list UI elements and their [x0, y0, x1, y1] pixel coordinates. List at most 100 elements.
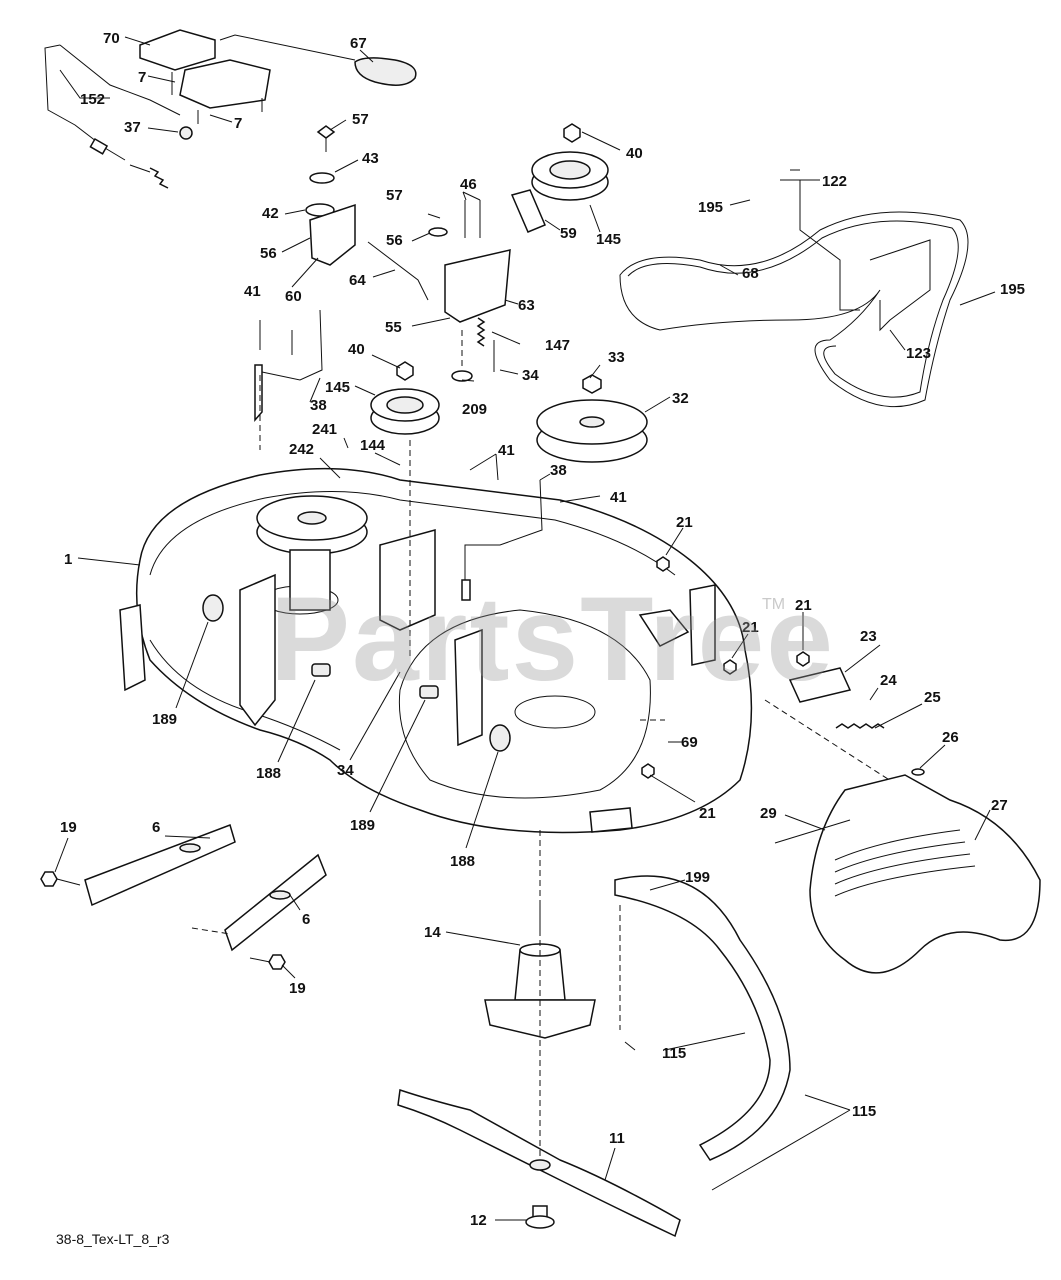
callout: 57	[386, 187, 403, 204]
callout: 19	[289, 980, 306, 997]
callout-labels: 70 7 152 37 7 67 57 43 42 56 60 57 46 56…	[60, 30, 1025, 1229]
callout: 29	[760, 805, 777, 822]
deck-bracket-plates	[239, 529, 690, 833]
callout: 145	[596, 231, 621, 248]
callout: 144	[360, 437, 386, 454]
callout: 122	[822, 173, 847, 190]
callout: 25	[924, 689, 941, 706]
callout: 37	[124, 119, 141, 136]
callout: 188	[256, 765, 281, 782]
callout: 12	[470, 1212, 487, 1229]
bumpers-189-188	[202, 594, 511, 752]
callout: 40	[626, 145, 643, 162]
callout: 56	[260, 245, 277, 262]
deck-spindle-pulley-left	[256, 495, 368, 611]
drive-belt-68	[619, 211, 969, 408]
callout: 7	[138, 69, 146, 86]
callout: 42	[262, 205, 279, 222]
callout: 123	[906, 345, 931, 362]
callout: 152	[80, 91, 105, 108]
callout: 195	[1000, 281, 1025, 298]
callout: 14	[424, 924, 441, 941]
chute-hinge-assembly	[764, 667, 925, 791]
callout: 115	[852, 1103, 876, 1120]
callout: 64	[349, 272, 366, 289]
callout: 23	[860, 628, 877, 645]
callout: 41	[244, 283, 261, 300]
callout: 6	[302, 911, 310, 928]
callout: 21	[676, 514, 693, 531]
blade-bolt-12	[525, 1205, 555, 1229]
lift-cable-assembly	[44, 44, 181, 189]
callout: 11	[609, 1130, 625, 1147]
leader-lines	[54, 36, 996, 1221]
callout: 33	[608, 349, 625, 366]
callout: 26	[942, 729, 959, 746]
callout: 40	[348, 341, 365, 358]
callout: 41	[610, 489, 627, 506]
callout: 24	[880, 672, 897, 689]
callout: 7	[234, 115, 242, 132]
callout: 60	[285, 288, 302, 305]
callout: 115	[662, 1045, 686, 1062]
idler-bracket-55	[428, 189, 546, 382]
callout: 63	[518, 297, 535, 314]
mount-bracket-6-upper	[84, 824, 236, 907]
mount-bracket-6-lower	[224, 853, 327, 952]
callout: 21	[699, 805, 716, 822]
callout: 189	[350, 817, 375, 834]
callout: 55	[385, 319, 402, 336]
callout: 1	[64, 551, 72, 568]
callout: 57	[352, 111, 369, 128]
chute-rod-29	[774, 819, 851, 844]
idler-pulley-145-top	[531, 123, 609, 201]
bolts-19	[40, 871, 286, 970]
idler-pulley-145-mid	[370, 361, 440, 435]
callout: 21	[742, 619, 759, 636]
callout: 242	[289, 441, 314, 458]
mower-blade-11	[397, 1089, 681, 1238]
callout: 69	[681, 734, 698, 751]
diagram-code-footer: 38-8_Tex-LT_8_r3	[56, 1231, 170, 1247]
callout: 209	[462, 401, 487, 418]
belt-keeper-122	[780, 169, 860, 311]
callout: 6	[152, 819, 160, 836]
handle-grip-67	[354, 57, 417, 86]
callout: 67	[350, 35, 367, 52]
callout: 59	[560, 225, 577, 242]
callout: 56	[386, 232, 403, 249]
callout: 27	[991, 797, 1008, 814]
callout: 34	[337, 762, 354, 779]
idler-rod-64	[367, 241, 429, 301]
callout: 41	[498, 442, 515, 459]
callout: 46	[460, 176, 477, 193]
callout: 70	[103, 30, 120, 47]
mower-deck-housing-1	[119, 467, 753, 834]
deck-bracket-70	[139, 29, 356, 140]
callout: 43	[362, 150, 379, 167]
deflector-199	[614, 875, 791, 1161]
deck-pulley-32	[536, 374, 648, 463]
nuts-21	[641, 556, 810, 779]
belt-keeper-123	[869, 239, 931, 332]
callout: 34	[522, 367, 539, 384]
callout: 145	[325, 379, 350, 396]
callout: 32	[672, 390, 689, 407]
callout: 19	[60, 819, 77, 836]
callout: 188	[450, 853, 475, 870]
callout: 38	[310, 397, 327, 414]
alignment-lines	[191, 330, 665, 1160]
watermark-trademark: TM	[762, 596, 786, 613]
callout: 189	[152, 711, 177, 728]
idler-arm-stack	[305, 125, 356, 266]
callout: 199	[685, 869, 710, 886]
callout: 241	[312, 421, 337, 438]
callout: 195	[698, 199, 723, 216]
lift-arm-38-right	[461, 479, 543, 601]
callout: 147	[545, 337, 570, 354]
callout: 21	[795, 597, 812, 614]
callout: 38	[550, 462, 567, 479]
callout: 68	[742, 265, 759, 282]
